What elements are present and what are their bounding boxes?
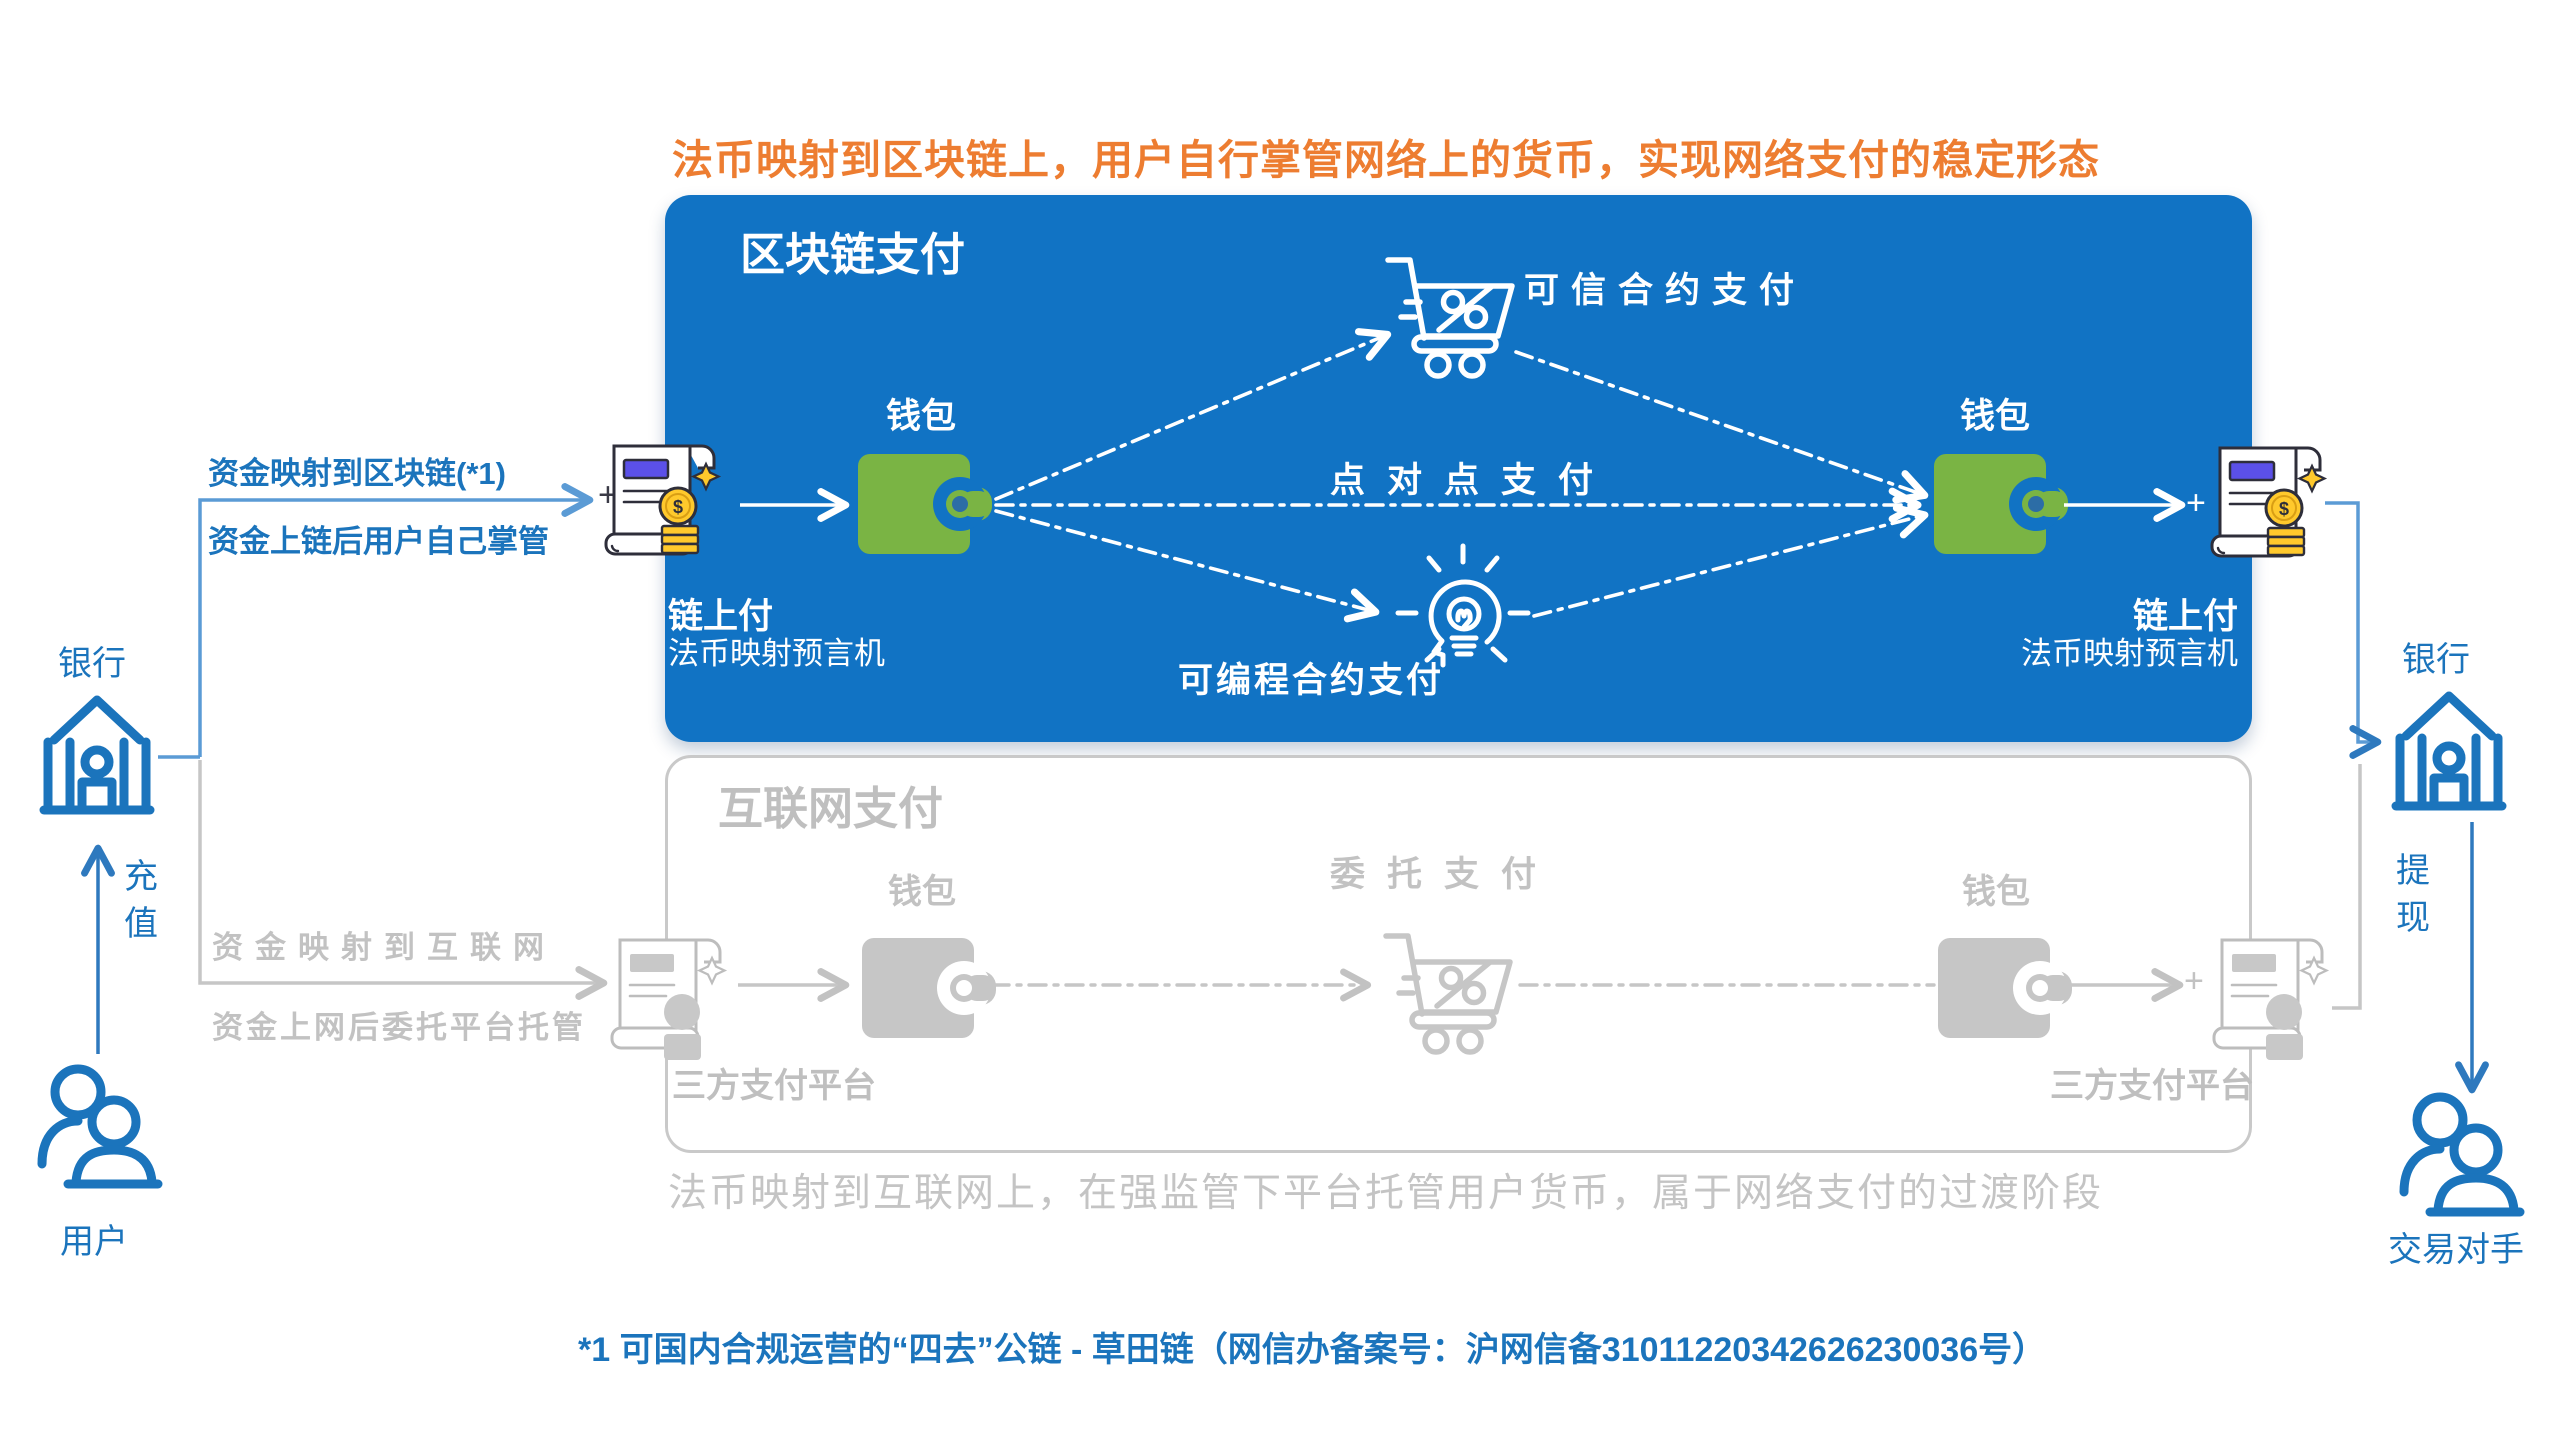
- page-title: 法币映射到区块链上，用户自行掌管网络上的货币，实现网络支付的稳定形态: [672, 137, 2100, 183]
- gray-wallet-icon-right: [1938, 938, 2072, 1038]
- gray-wallet-icon-left: [862, 938, 996, 1038]
- programmable-contract-label: 可编程合约支付: [1178, 661, 1445, 700]
- bank-icon-left: [39, 695, 155, 815]
- wallet-label-left: 钱包: [886, 397, 957, 436]
- deposit-label: 充值: [124, 858, 158, 943]
- platform-doc-icon-right: [2212, 938, 2330, 1060]
- wallet-icon-right: [1934, 454, 2068, 554]
- oracle-doc-icon-left: $: [604, 444, 722, 556]
- internet-custody-text: 资金上网后委托平台托管: [212, 1010, 586, 1045]
- svg-text:$: $: [2279, 499, 2289, 519]
- footnote: *1 可国内合规运营的“四去”公链 - 草田链（网信办备案号：沪网信备31011…: [578, 1331, 2047, 1369]
- platform-doc-icon-left: [610, 938, 728, 1060]
- oracle-doc-icon-right: $: [2210, 446, 2328, 558]
- internet-panel-title: 互联网支付: [718, 783, 944, 834]
- onchain-pay-label-left: 链上付: [668, 597, 774, 636]
- wallet-label-right: 钱包: [1960, 397, 2031, 436]
- gray-wallet-label-left: 钱包: [888, 873, 956, 911]
- programmable-contract-bulb-icon: [1395, 543, 1531, 668]
- user-label: 用户: [60, 1223, 128, 1261]
- wallet-icon-left: [858, 454, 992, 554]
- bank-label-right: 银行: [2402, 641, 2470, 679]
- svg-text:$: $: [673, 497, 683, 517]
- gray-wallet-label-right: 钱包: [1962, 873, 2030, 911]
- trusted-contract-cart-icon: [1385, 257, 1515, 379]
- delegated-pay-label: 委托支付: [1330, 855, 1559, 894]
- bank-label-left: 银行: [58, 645, 126, 683]
- p2p-label: 点对点支付: [1330, 461, 1616, 500]
- plus-gray-right: +: [2184, 962, 2204, 1000]
- platform-label-right: 三方支付平台: [2050, 1067, 2254, 1105]
- withdraw-label: 提现: [2396, 852, 2430, 937]
- onchain-pay-label-right: 链上付: [2132, 597, 2238, 636]
- funds-to-internet-text: 资金映射到互联网: [212, 930, 556, 965]
- counterparty-icon: [2399, 1092, 2525, 1217]
- user-icon: [37, 1064, 163, 1189]
- delegated-pay-cart-icon: [1383, 933, 1513, 1055]
- counterparty-label: 交易对手: [2388, 1231, 2524, 1269]
- plus-right: +: [2186, 484, 2206, 522]
- trusted-contract-label: 可信合约支付: [1524, 271, 1807, 310]
- oracle-label-left: 法币映射预言机: [668, 636, 885, 671]
- blockchain-panel-title: 区块链支付: [740, 229, 966, 280]
- bank-icon-right: [2391, 691, 2507, 811]
- platform-label-left: 三方支付平台: [672, 1067, 876, 1105]
- oracle-label-right: 法币映射预言机: [2021, 636, 2238, 671]
- internet-panel-caption: 法币映射到互联网上，在强监管下平台托管用户货币，属于网络支付的过渡阶段: [668, 1172, 2104, 1215]
- funds-to-blockchain-text: 资金映射到区块链(*1): [208, 456, 506, 491]
- onchain-custody-text: 资金上链后用户自己掌管: [208, 524, 549, 559]
